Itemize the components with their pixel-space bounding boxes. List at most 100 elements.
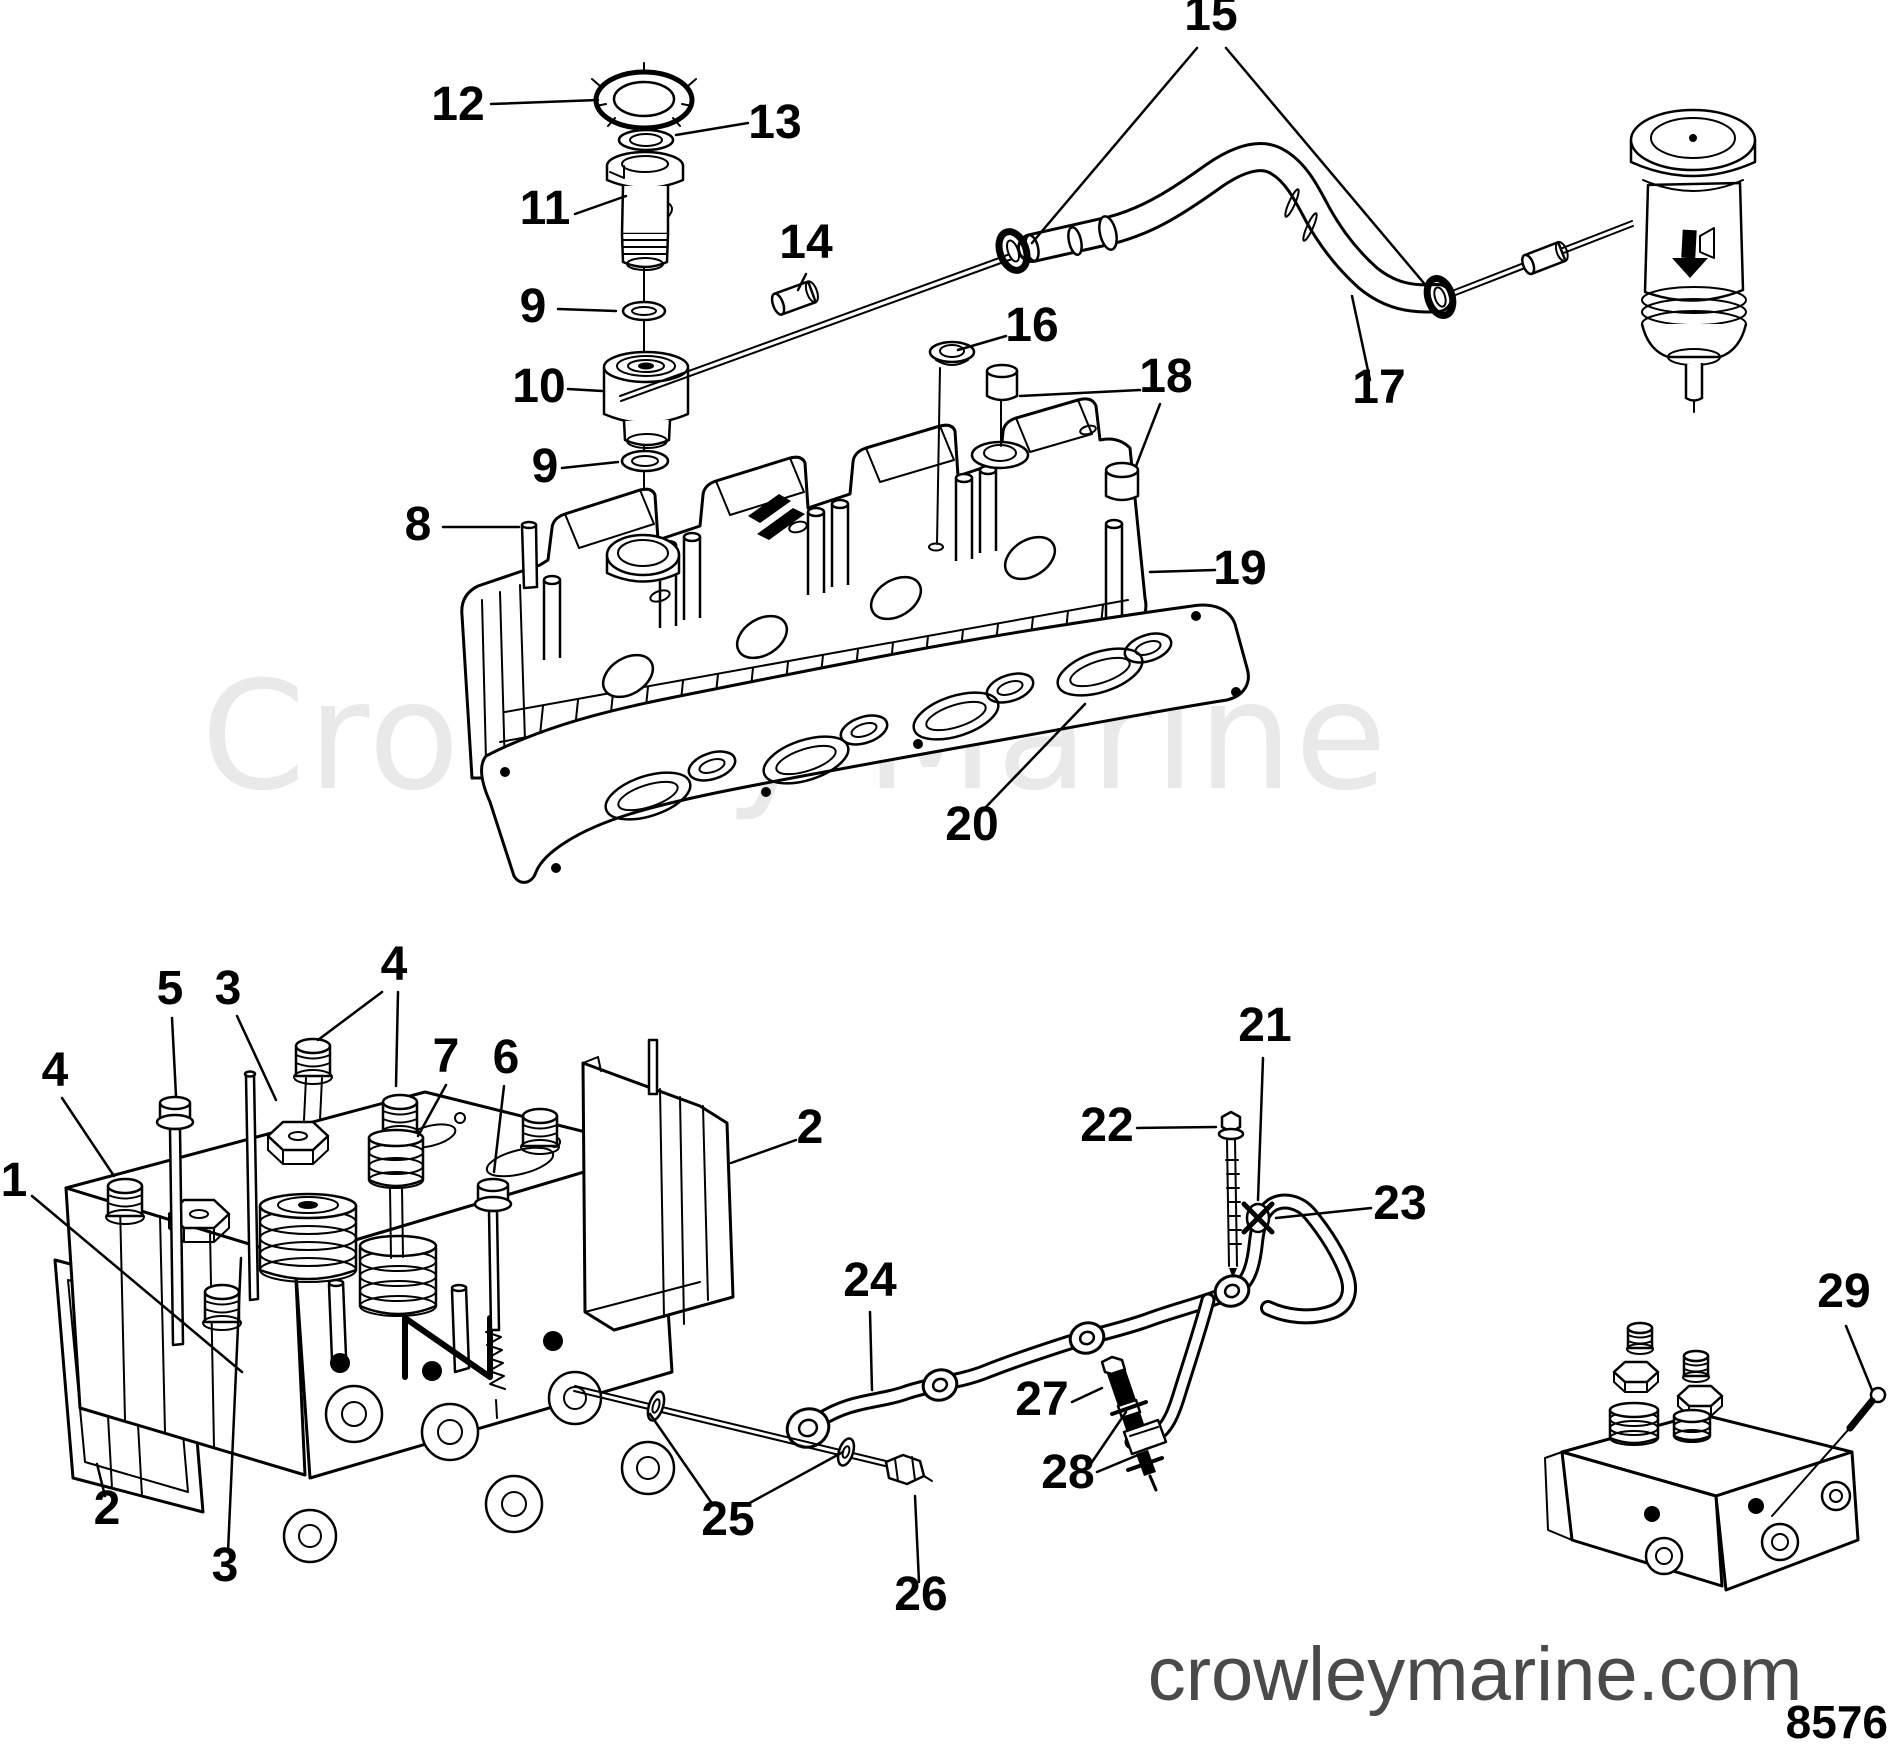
oil-fill-cap-12 xyxy=(591,62,697,136)
callout-1: 1 xyxy=(1,1154,28,1207)
leader-9b xyxy=(560,460,620,470)
washer-rod-25 xyxy=(573,1385,887,1467)
injector-clamp-3-upper xyxy=(266,1120,330,1165)
callout-24: 24 xyxy=(843,1254,897,1307)
plate-pin xyxy=(647,1038,659,1096)
callout-3a: 3 xyxy=(215,962,242,1015)
callout-9a: 9 xyxy=(520,280,547,333)
cover-gasket-20 xyxy=(480,603,1250,884)
leader-19 xyxy=(1148,568,1217,574)
leader-20 xyxy=(983,702,1087,810)
fuel-rail-24 xyxy=(785,1110,1357,1492)
callout-3b: 3 xyxy=(212,1539,239,1592)
callout-20: 20 xyxy=(945,798,998,851)
callout-19: 19 xyxy=(1213,542,1266,595)
leader-10 xyxy=(566,387,604,393)
spring-sleeve-7 xyxy=(367,1128,425,1259)
line-eye-ring xyxy=(785,1407,831,1449)
callout-17: 17 xyxy=(1352,361,1405,414)
callout-6: 6 xyxy=(493,1031,520,1084)
callout-14: 14 xyxy=(779,216,833,269)
callout-13: 13 xyxy=(748,96,801,149)
callout-29: 29 xyxy=(1817,1265,1870,1318)
callout-27: 27 xyxy=(1015,1373,1068,1426)
flange-bolt-26 xyxy=(884,1453,933,1486)
leader-5 xyxy=(170,1016,178,1098)
leader-1 xyxy=(30,1194,244,1374)
cover-corner-tubes xyxy=(542,464,1124,660)
rocker-bosses xyxy=(282,1331,676,1564)
hose-clamp-15-right xyxy=(1423,275,1457,319)
leader-9a xyxy=(556,307,618,313)
top-rocker-cover-assembly xyxy=(460,62,1757,884)
oil-filler-neck-11 xyxy=(605,150,685,271)
leader-22 xyxy=(1135,1125,1218,1130)
leader-18-1 xyxy=(1018,388,1142,398)
callout-23: 23 xyxy=(1373,1177,1426,1230)
sensor-fitting-28 xyxy=(1122,1418,1168,1492)
leader-26 xyxy=(913,1494,921,1584)
tube-fitting-14 xyxy=(770,280,819,316)
clamp-bolt-22 xyxy=(1217,1110,1245,1278)
leader-16 xyxy=(956,334,1008,352)
leader-14 xyxy=(796,272,808,292)
leader-17 xyxy=(1350,294,1372,382)
callout-5: 5 xyxy=(157,962,184,1015)
cover-logo xyxy=(748,494,805,540)
o-ring-9-upper xyxy=(621,300,667,322)
cover-teardrop-reliefs xyxy=(601,535,1057,699)
leader-11 xyxy=(573,194,628,216)
leader-24 xyxy=(868,1310,874,1392)
leader-4a-1 xyxy=(316,990,384,1042)
leader-6 xyxy=(492,1084,506,1174)
callout-21: 21 xyxy=(1238,999,1291,1052)
callout-4b: 4 xyxy=(42,1044,69,1097)
rod-sleeve-fitting xyxy=(1521,240,1569,276)
callout-2b: 2 xyxy=(797,1101,824,1154)
locating-pin-8 xyxy=(520,520,539,590)
leader-13 xyxy=(674,121,750,137)
small-head-springs xyxy=(1608,1401,1712,1446)
gasket-ports xyxy=(604,632,1173,821)
callout-10: 10 xyxy=(512,360,565,413)
temp-probe-29 xyxy=(1771,1386,1887,1517)
leader-25-1 xyxy=(648,1412,715,1507)
oil-fill-boss xyxy=(605,533,681,603)
cap-gasket-13 xyxy=(617,128,675,152)
banjo-ring-2 xyxy=(1068,1321,1106,1355)
injector-clamp-3-lower xyxy=(167,1198,231,1243)
leader-28-1 xyxy=(1090,1410,1128,1464)
callout-9b: 9 xyxy=(532,440,559,493)
small-head-clamps xyxy=(1612,1360,1724,1417)
leader-4a-2 xyxy=(394,990,400,1088)
callout-11: 11 xyxy=(520,182,571,235)
leader-25-2 xyxy=(744,1450,845,1507)
leader-2a xyxy=(95,1462,107,1498)
small-head-caps xyxy=(1626,1321,1710,1383)
leader-4b xyxy=(60,1096,116,1178)
vent-tube-rod xyxy=(619,220,1634,402)
leader-28-2 xyxy=(1095,1453,1140,1474)
callout-25: 25 xyxy=(701,1493,754,1546)
breather-plugs-18 xyxy=(985,363,1140,502)
callout-7: 7 xyxy=(433,1030,460,1083)
head-bolt-6 xyxy=(473,1177,513,1419)
cylinder-head-assembly-1 xyxy=(53,1037,676,1564)
leader-7 xyxy=(416,1083,448,1138)
callout-22: 22 xyxy=(1080,1099,1133,1152)
valve-spring-stack-b xyxy=(358,1234,438,1317)
spacer-plate-2 xyxy=(581,1038,735,1332)
banjo-ring-3 xyxy=(1213,1274,1251,1308)
head-bolt-5 xyxy=(155,1070,260,1347)
banjo-ring-1 xyxy=(921,1368,959,1402)
callout-12: 12 xyxy=(431,78,484,131)
valve-spring-stack-a xyxy=(258,1192,358,1283)
leader-29 xyxy=(1844,1324,1874,1392)
leader-18-2 xyxy=(1134,402,1162,468)
grommet-16 xyxy=(928,340,976,545)
leader-27 xyxy=(1070,1386,1104,1404)
callout-4a: 4 xyxy=(381,938,408,991)
o-ring-9-lower xyxy=(620,449,670,473)
